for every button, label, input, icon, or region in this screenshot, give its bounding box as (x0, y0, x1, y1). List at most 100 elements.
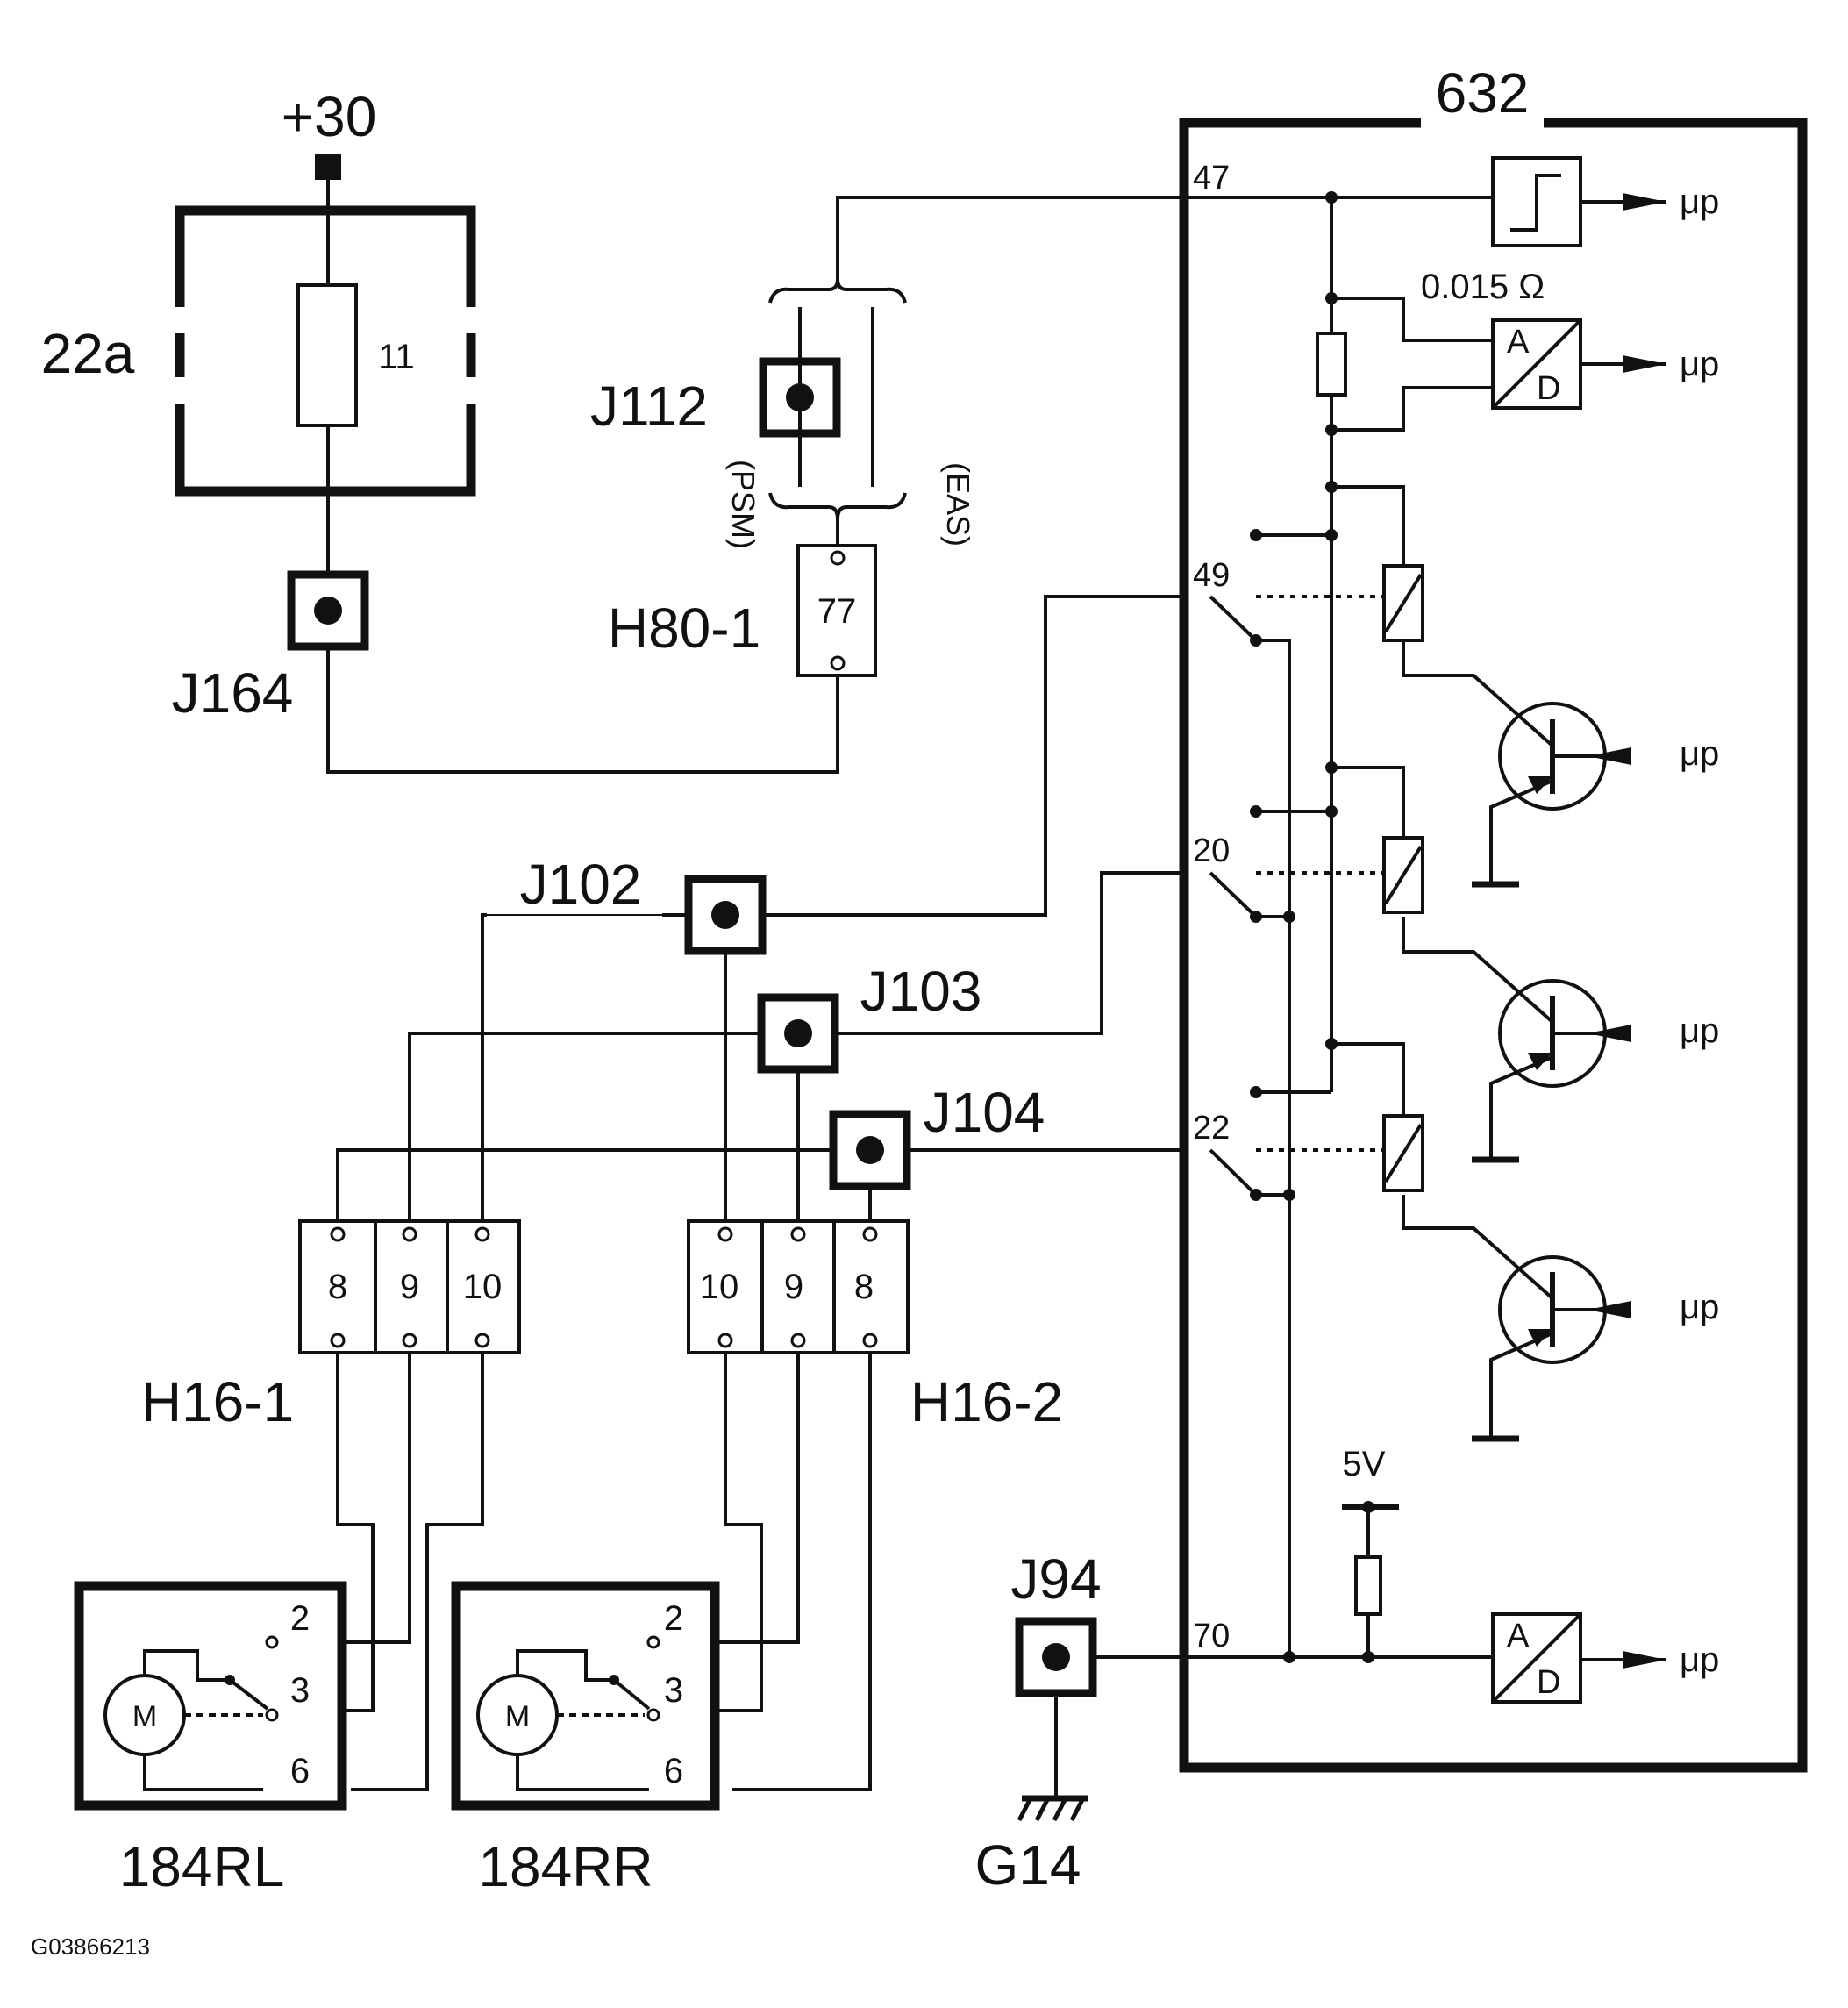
h16-1-pin (402, 1226, 417, 1242)
brace-top (768, 278, 907, 304)
junction-dot (1250, 634, 1262, 647)
fuse-box-22a: +30 11 22a (41, 85, 476, 583)
h16-2-cell-2 (760, 1219, 836, 1354)
schmitt-trigger (1491, 156, 1582, 247)
mcu-label: μp (1680, 1011, 1719, 1050)
junction-dot (1250, 1086, 1262, 1098)
module-632-label-gap (1421, 112, 1544, 133)
motor-184rr-switch-arm (612, 1678, 651, 1711)
h16-1-pin (330, 1226, 346, 1242)
motor-184rr-wire (516, 1649, 614, 1682)
h80-box (796, 544, 877, 677)
relay-coils (1382, 564, 1424, 1192)
h80-label: H80-1 (608, 597, 760, 660)
junction-dot (1250, 805, 1262, 818)
j164-label: J164 (172, 661, 294, 725)
h16-1-pin (474, 1333, 490, 1348)
fuse-box-label: 22a (41, 322, 135, 385)
h80-pin-top (830, 550, 846, 566)
motor-184rl-switch-arm (228, 1678, 269, 1711)
junction-dot (1283, 911, 1295, 923)
connector-j164: J164 (172, 570, 369, 725)
j102-node (711, 901, 739, 929)
variant-psm: (PSM) (725, 460, 761, 549)
junction-dot (1250, 1189, 1262, 1201)
motor-184rr-symbol: M (505, 1700, 530, 1733)
h16-1-cell-3 (446, 1219, 521, 1354)
module-pin-49: 49 (1193, 557, 1230, 594)
variant-eas: (EAS) (940, 462, 976, 547)
junction-dot (1325, 481, 1338, 493)
h80-pin: 77 (817, 592, 857, 631)
pullup-resistor (1354, 1555, 1382, 1616)
j164-node (314, 597, 342, 625)
module-pin-22: 22 (1193, 1110, 1230, 1147)
relay-links (1256, 595, 1384, 1152)
h80-pin-bottom (830, 655, 846, 671)
adc-shunt-a: A (1507, 324, 1530, 361)
h16-1-cell-1 (298, 1219, 377, 1354)
shunt-value: 0.015 Ω (1421, 268, 1545, 306)
junction-dot (1362, 1651, 1374, 1663)
fuse-11 (296, 283, 358, 427)
motor-184rl-pin3 (265, 1708, 279, 1722)
wire-pin47-j112 (836, 196, 1184, 279)
motor-184rr-pin3 (646, 1708, 660, 1722)
junction-dot (1325, 424, 1338, 436)
connector-j104: J104 (829, 1081, 1045, 1190)
h16-1-pin (474, 1226, 490, 1242)
motor-184rl-pivot (225, 1675, 235, 1685)
brace-bottom (768, 492, 907, 520)
h16-1-label: H16-1 (141, 1370, 294, 1433)
h16-1-pin-label: 9 (400, 1268, 419, 1306)
motor-184rl-wire (143, 1754, 263, 1791)
h16-2-pin (790, 1333, 806, 1348)
h16-2-pin (862, 1226, 878, 1242)
j103-node (784, 1019, 812, 1047)
h16-2-pin (717, 1333, 733, 1348)
j103-label: J103 (860, 960, 982, 1023)
junction-dot (1325, 292, 1338, 304)
motor-184rr: M 2 3 6 184RR (451, 1581, 720, 1898)
motor-184rl-symbol: M (132, 1700, 157, 1733)
connector-h16-1: 8 9 10 H16-1 (141, 1219, 521, 1433)
motor-184rl-label: 184RL (119, 1835, 285, 1898)
fuse-number: 11 (378, 338, 415, 376)
ground-hatch (1034, 1797, 1051, 1822)
junction-dot (1250, 911, 1262, 923)
junction-dot (1362, 1501, 1374, 1513)
mcu-labels: μp μp μp μp μp μp (1680, 182, 1719, 1679)
ground-g14: G14 (975, 1795, 1088, 1897)
transistor-grounds (1472, 881, 1519, 1442)
motor-184rl-pin2 (265, 1635, 279, 1649)
transistors (1498, 702, 1607, 1364)
mcu-outputs (1580, 200, 1666, 1661)
supply-terminal (315, 154, 341, 180)
wire-j164-h80 (326, 647, 839, 774)
motor-184rl-wire (143, 1649, 232, 1682)
motor-184rl-pin-label: 2 (290, 1599, 310, 1638)
motor-184rl-pin-label: 6 (290, 1752, 310, 1790)
module-internals (1184, 196, 1631, 1659)
relay-output-wiring (336, 595, 1184, 1228)
h16-2-pin-label: 9 (784, 1268, 803, 1306)
junction-dot (1283, 1189, 1295, 1201)
motor-184rl-housing (74, 1581, 347, 1811)
mcu-label: μp (1680, 1640, 1719, 1679)
motor-184rl-pin-label: 3 (290, 1671, 310, 1710)
h16-1-pin (330, 1333, 346, 1348)
h16-2-pin-label: 8 (854, 1268, 874, 1306)
mcu-label: μp (1680, 345, 1719, 383)
adc-pin70: A D (1491, 1612, 1582, 1704)
module-pin-20: 20 (1193, 832, 1230, 869)
ground-hatch (1017, 1797, 1033, 1822)
junction-dot (1250, 529, 1262, 541)
h16-1-pin-label: 10 (463, 1268, 503, 1306)
j104-node (856, 1136, 884, 1164)
ground-label: G14 (975, 1833, 1081, 1897)
j112-label: J112 (590, 375, 708, 438)
h16-2-label: H16-2 (910, 1370, 1063, 1433)
ref-voltage: 5V (1343, 1445, 1386, 1483)
h16-2-pin (717, 1226, 733, 1242)
adc-pin70-diagonal (1491, 1612, 1582, 1704)
